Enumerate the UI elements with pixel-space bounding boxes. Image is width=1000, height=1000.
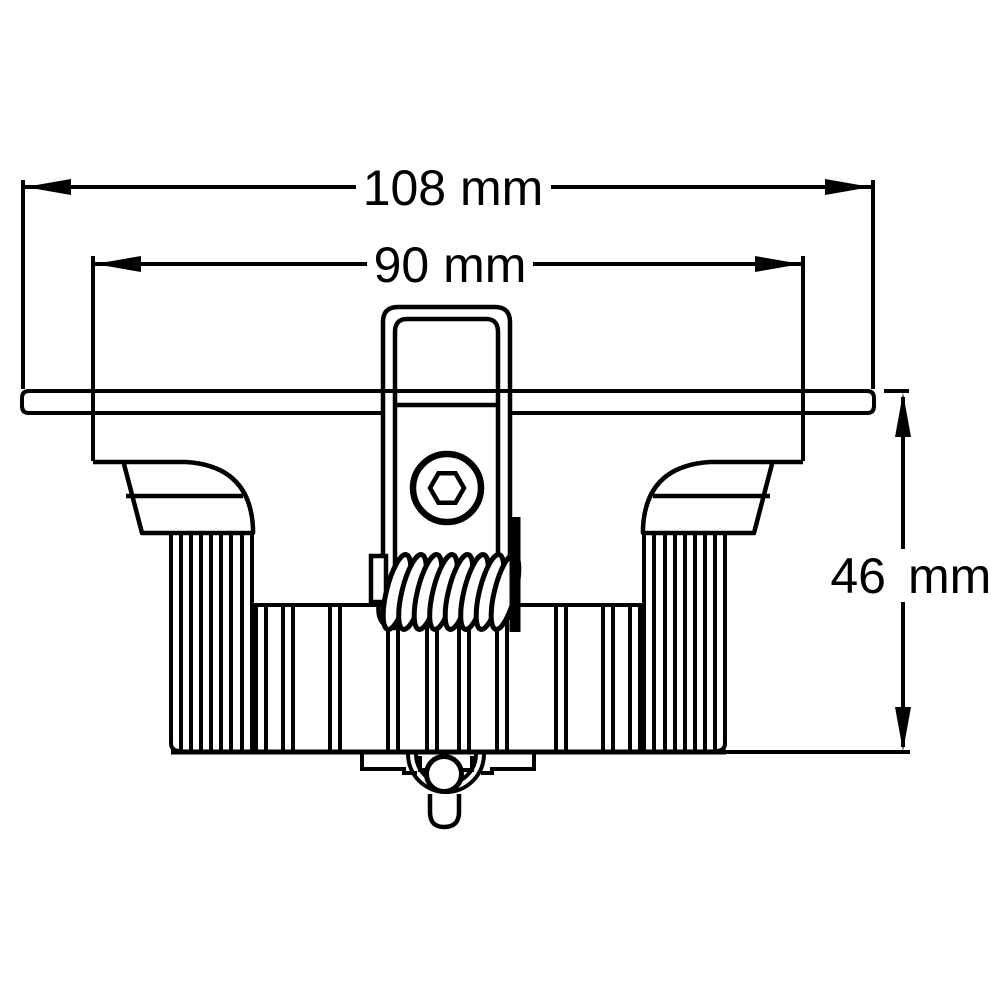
- spring-clip-bracket: [380, 304, 513, 620]
- dimension-90: 90 mm: [91, 237, 805, 461]
- hex-socket: [427, 471, 467, 505]
- heatsink: [169, 533, 727, 755]
- arrow-46-up: [895, 393, 911, 437]
- heatsink-left-outer-edge: [169, 533, 181, 753]
- connector-mount-steps: [360, 754, 536, 775]
- arrow-108-left: [25, 179, 71, 195]
- arrow-108-right: [825, 179, 871, 195]
- bezel-right-outline: [640, 459, 803, 536]
- heatsink-fins-left: [179, 533, 254, 751]
- retention-spring: [368, 517, 522, 632]
- heatsink-right-outer-edge: [715, 533, 727, 753]
- arrow-90-left: [95, 256, 141, 272]
- heatsink-fins-center: [254, 605, 642, 751]
- arrow-46-down: [895, 707, 911, 751]
- flange-plate-outline: [20, 389, 876, 415]
- bracket-inner-strap: [392, 316, 501, 620]
- heatsink-fins-right: [642, 533, 717, 751]
- bottom-connector: [360, 753, 536, 830]
- hex-screw: [409, 450, 485, 526]
- label-90mm: 90 mm: [374, 237, 527, 293]
- spring-anchor-right: [509, 517, 521, 632]
- arrow-90-right: [755, 256, 801, 272]
- connector-ball: [424, 754, 464, 794]
- bezel-left: [93, 459, 256, 536]
- flange-plate: [20, 389, 876, 415]
- dimension-46: 46 mm: [726, 389, 991, 754]
- bracket-outer-strap: [380, 304, 513, 620]
- flange-plate-fill: [22, 391, 874, 413]
- label-46-unit: mm: [908, 548, 991, 604]
- bezel-left-outline: [93, 459, 256, 536]
- label-108mm: 108 mm: [363, 160, 544, 216]
- connector-stem: [427, 794, 462, 830]
- label-46-value: 46: [830, 548, 886, 604]
- dimension-108: 108 mm: [21, 160, 875, 389]
- bezel-right: [640, 459, 803, 536]
